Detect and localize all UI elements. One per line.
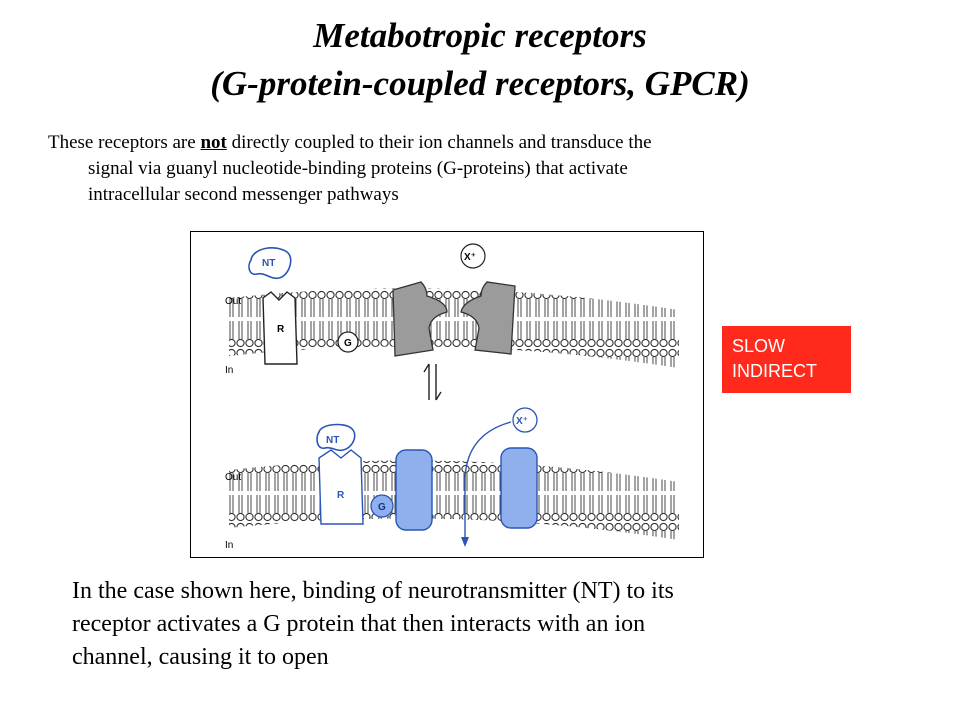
top-receptor-label: R bbox=[277, 324, 285, 335]
bottom-out-label: Out bbox=[225, 472, 241, 483]
caption-line3: channel, causing it to open bbox=[72, 644, 329, 670]
top-ion bbox=[460, 243, 486, 269]
intro-paragraph: These receptors are not directly coupled… bbox=[48, 130, 918, 208]
bottom-nt-ligand bbox=[316, 423, 356, 452]
top-in-label: In bbox=[225, 365, 233, 376]
bottom-nt-label: NT bbox=[326, 435, 339, 446]
gpcr-diagram-svg: Out In NT R G X⁺ bbox=[225, 243, 679, 551]
top-nt-label: NT bbox=[262, 258, 275, 269]
slow-indirect-badge: SLOW INDIRECT bbox=[722, 326, 851, 393]
intro-line3: intracellular second messenger pathways bbox=[88, 184, 399, 205]
ion-flow-arrow bbox=[464, 421, 512, 544]
top-channel-right bbox=[460, 281, 516, 355]
bottom-g-protein bbox=[370, 494, 394, 518]
top-channel-left bbox=[392, 281, 448, 357]
badge-line1: SLOW bbox=[732, 336, 786, 356]
bottom-membrane bbox=[229, 460, 679, 540]
top-out-label: Out bbox=[225, 296, 241, 307]
intro-text-after: directly coupled to their ion channels a… bbox=[226, 132, 652, 153]
caption-paragraph: In the case shown here, binding of neuro… bbox=[72, 575, 902, 674]
intro-line2: signal via guanyl nucleotide-binding pro… bbox=[88, 158, 628, 179]
top-nt-ligand bbox=[248, 247, 292, 280]
bottom-ion-label: X⁺ bbox=[516, 416, 528, 427]
intro-emphasis-not: not bbox=[200, 132, 227, 153]
bottom-in-label: In bbox=[225, 540, 233, 551]
bottom-g-label: G bbox=[378, 502, 386, 513]
equilibrium-arrows bbox=[423, 363, 442, 401]
ion-flow-arrowhead-icon bbox=[461, 537, 469, 547]
caption-line1: In the case shown here, binding of neuro… bbox=[72, 578, 674, 604]
top-ion-label: X⁺ bbox=[464, 252, 476, 263]
top-g-protein bbox=[337, 331, 359, 353]
caption-line2: receptor activates a G protein that then… bbox=[72, 611, 646, 637]
bottom-ion bbox=[512, 407, 538, 433]
bottom-channel-right bbox=[500, 447, 538, 529]
slide-title-line2: (G-protein-coupled receptors, GPCR) bbox=[210, 64, 750, 103]
bottom-receptor bbox=[318, 449, 364, 525]
top-panel: Out In NT R G X⁺ bbox=[225, 243, 679, 376]
badge-line2: INDIRECT bbox=[732, 361, 817, 381]
intro-text-before: These receptors are bbox=[48, 132, 201, 153]
bottom-receptor-label: R bbox=[337, 490, 345, 501]
slide-title-line1: Metabotropic receptors bbox=[313, 16, 647, 55]
gpcr-diagram: Out In NT R G X⁺ bbox=[190, 231, 704, 558]
top-membrane bbox=[229, 288, 679, 368]
top-receptor bbox=[262, 291, 298, 365]
bottom-channel-left bbox=[395, 449, 433, 531]
intro-line1: These receptors are not directly coupled… bbox=[48, 132, 652, 153]
bottom-panel: Out In NT R G X⁺ bbox=[225, 407, 679, 551]
top-g-label: G bbox=[344, 338, 352, 349]
